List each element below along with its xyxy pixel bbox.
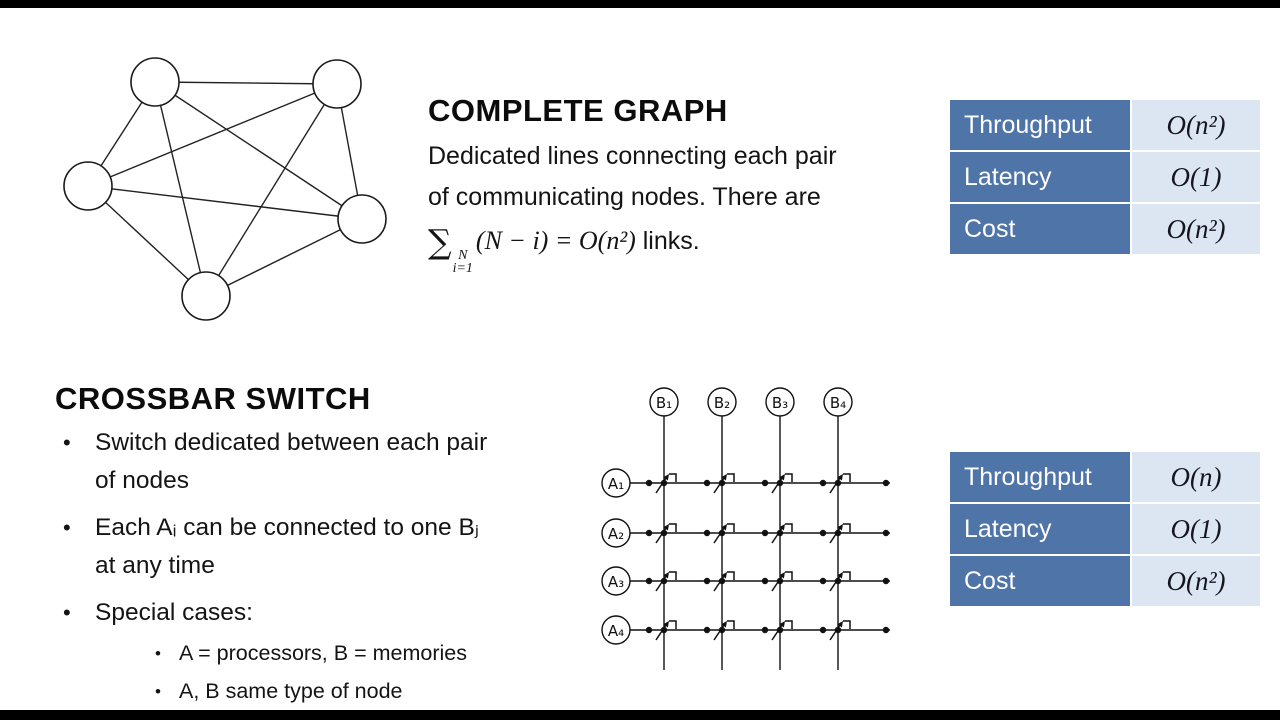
output-node-label: B₄ <box>830 394 846 412</box>
sum-lower-limit: i=1 <box>452 261 473 276</box>
bullet-line: of nodes <box>95 467 189 494</box>
complete-graph-diagram <box>63 57 387 321</box>
table-row-value: O(n²) <box>1132 204 1260 254</box>
crossbar-switch-points <box>645 473 851 641</box>
crossbar-heading: CROSSBAR SWITCH <box>55 381 371 416</box>
complete-graph-heading: COMPLETE GRAPH <box>428 93 728 128</box>
table-row-label: Throughput <box>950 100 1130 150</box>
complete-graph-edges <box>87 81 363 297</box>
table-row-label: Cost <box>950 204 1130 254</box>
table-row-label: Cost <box>950 556 1130 606</box>
complete-graph-nodes <box>63 57 387 321</box>
crossbar-table: Throughput O(n) Latency O(1) Cost O(n²) <box>950 452 1260 606</box>
bullet-item: Switch dedicated between each pair of no… <box>55 424 600 500</box>
crossbar-output-labels: B₁ B₂ B₃ B₄ <box>656 394 846 412</box>
crossbar-bullets: Switch dedicated between each pair of no… <box>55 424 600 720</box>
output-node-label: B₂ <box>714 394 730 412</box>
table-row-value: O(1) <box>1132 504 1260 554</box>
table-row-value: O(n²) <box>1132 100 1260 150</box>
bullet-line: at any time <box>95 552 215 579</box>
input-node-label: A₁ <box>608 475 624 493</box>
letterbox-top <box>0 0 1280 8</box>
input-node-label: A₄ <box>608 622 624 640</box>
crossbar-diagram: B₁ B₂ B₃ B₄ A₁ A₂ A₃ A₄ <box>601 387 890 670</box>
letterbox-bottom <box>0 710 1280 720</box>
output-node-label: B₃ <box>772 394 788 412</box>
cg-body-line1: Dedicated lines connecting each pair <box>428 142 837 170</box>
table-row-label: Throughput <box>950 452 1130 502</box>
complete-graph-body: Dedicated lines connecting each pair of … <box>428 136 837 276</box>
table-row-label: Latency <box>950 504 1130 554</box>
graph-node <box>63 161 113 211</box>
input-node-label: A₃ <box>608 573 624 591</box>
crossbar-output-nodes <box>649 387 853 417</box>
crossbar-wires <box>630 416 890 670</box>
bullet-line: Switch dedicated between each pair <box>95 429 488 456</box>
graph-node <box>337 194 387 244</box>
graph-node <box>181 271 231 321</box>
sub-bullet-item: A = processors, B = memories <box>153 634 600 673</box>
crossbar-input-nodes <box>601 468 631 645</box>
graph-node <box>130 57 180 107</box>
complete-graph-table: Throughput O(n²) Latency O(1) Cost O(n²) <box>950 100 1260 254</box>
bullet-line: Each Aᵢ can be connected to one Bⱼ <box>95 514 480 541</box>
cg-body-line2: of communicating nodes. There are <box>428 183 821 211</box>
crossbar-row-end-dots <box>882 479 890 634</box>
bullet-item: Special cases: A = processors, B = memor… <box>55 594 600 720</box>
sub-bullet-item: A, B same type of node <box>153 672 600 711</box>
bullet-item: Each Aᵢ can be connected to one Bⱼ at an… <box>55 509 600 585</box>
crossbar-sub-bullets: A = processors, B = memories A, B same t… <box>153 634 600 720</box>
sum-symbol: ∑ <box>428 222 452 261</box>
table-row-label: Latency <box>950 152 1130 202</box>
output-node-label: B₁ <box>656 394 672 412</box>
formula-expression: (N − i) = O(n²) <box>475 226 636 255</box>
sum-upper-limit: N <box>458 248 468 263</box>
input-node-label: A₂ <box>608 525 624 543</box>
table-row-value: O(n²) <box>1132 556 1260 606</box>
crossbar-input-labels: A₁ A₂ A₃ A₄ <box>608 475 624 640</box>
bullet-line: Special cases: <box>95 599 253 626</box>
graph-node <box>312 59 362 109</box>
table-row-value: O(n) <box>1132 452 1260 502</box>
table-row-value: O(1) <box>1132 152 1260 202</box>
formula-tail: links. <box>635 227 700 255</box>
